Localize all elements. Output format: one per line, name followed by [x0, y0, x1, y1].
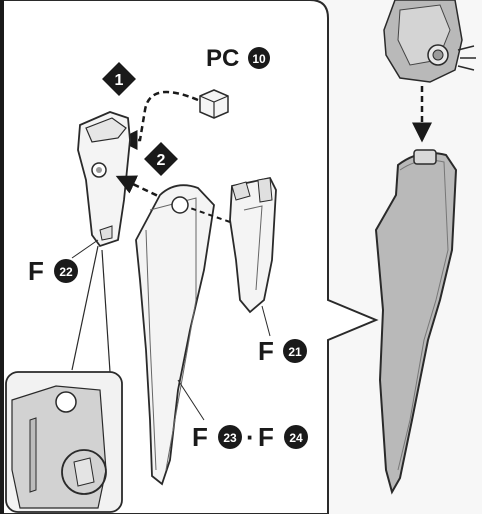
left-edge-bar	[0, 0, 4, 514]
f21-prefix: F	[258, 336, 274, 366]
f23-f24-separator: ·	[246, 422, 255, 452]
f24-number: 24	[289, 431, 303, 445]
f21-number: 21	[288, 345, 302, 359]
pc-label-prefix: PC	[206, 45, 239, 72]
f22-number: 22	[59, 265, 73, 279]
pc10-joint-cube	[200, 90, 228, 118]
f23-prefix: F	[192, 422, 208, 452]
f23-number: 23	[223, 431, 237, 445]
f22-prefix: F	[28, 256, 44, 286]
step-2-number: 2	[157, 152, 166, 169]
f24-prefix: F	[258, 422, 274, 452]
pc10-label: PC 10	[206, 45, 270, 72]
detail-inset	[6, 372, 122, 512]
step-1-number: 1	[115, 72, 124, 89]
pc-label-number: 10	[252, 52, 266, 66]
